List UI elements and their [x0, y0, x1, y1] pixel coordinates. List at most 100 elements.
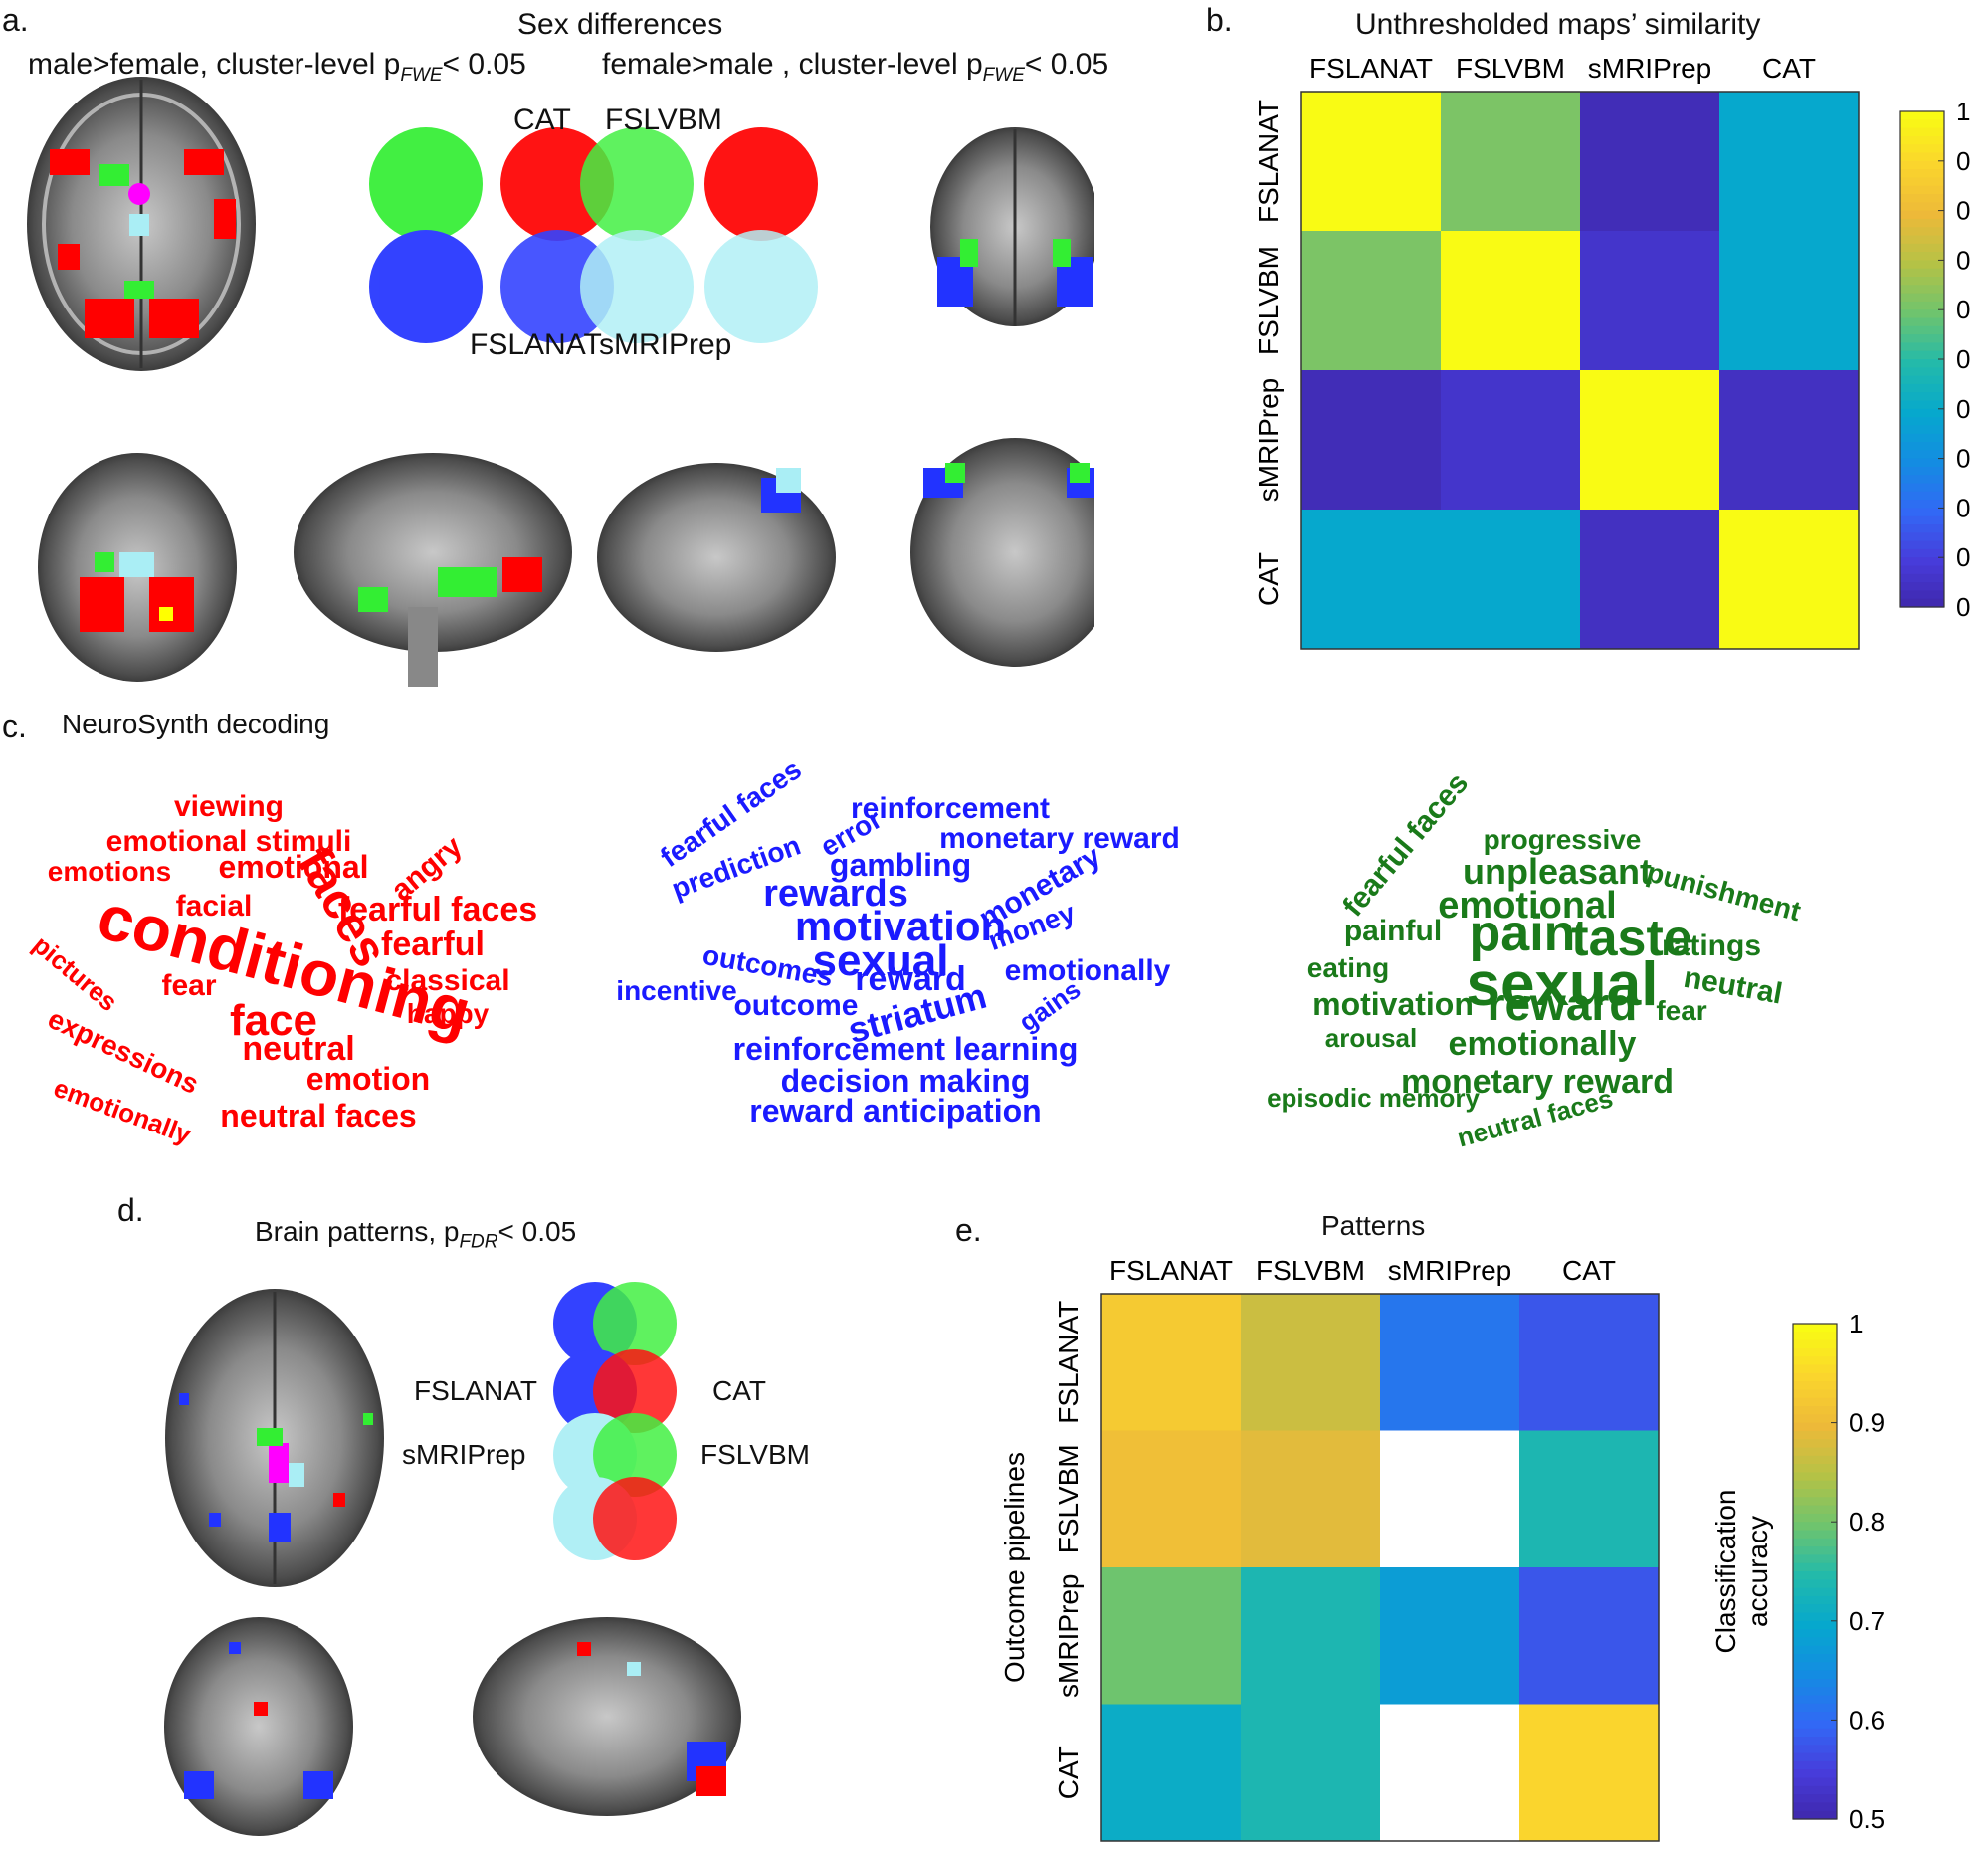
colorbar-segment	[1793, 1571, 1837, 1580]
venn-d-cat-label: CAT	[712, 1375, 766, 1406]
colorbar-segment	[1900, 565, 1944, 575]
axial-brain-image	[27, 77, 256, 371]
y-tick-label: CAT	[1253, 552, 1284, 606]
colorbar-segment	[1900, 252, 1944, 261]
word-cloud-blue-word: motivation	[795, 903, 1006, 949]
colorbar-segment	[1900, 227, 1944, 237]
colorbar-segment	[1793, 1381, 1837, 1390]
colorbar-tick-label: 0	[1956, 592, 1970, 622]
heatmap-cell-r0-c3	[1719, 92, 1859, 231]
x-tick-label: CAT	[1562, 1255, 1616, 1286]
venn-a-fslanat-label: FSLANAT	[470, 328, 602, 361]
colorbar-segment	[1900, 392, 1944, 402]
word-cloud-green-word: episodic memory	[1267, 1083, 1480, 1113]
colorbar-segment	[1900, 532, 1944, 542]
y-tick-label: FSLVBM	[1253, 246, 1284, 355]
colorbar-segment	[1900, 524, 1944, 533]
colorbar-segment	[1900, 194, 1944, 203]
y-tick-label: FSLANAT	[1053, 1301, 1084, 1424]
word-cloud-red-word: emotional	[218, 849, 368, 885]
colorbar-tick-label: 0.9	[1849, 1408, 1885, 1438]
word-cloud-red-word: happy	[407, 998, 490, 1029]
venn-diagram-d	[553, 1282, 677, 1560]
x-tick-label: sMRIPrep	[1588, 53, 1711, 84]
colorbar-segment	[1900, 309, 1944, 319]
heatmap-cell-r3-c1	[1441, 510, 1580, 649]
panel-a-letter: a.	[2, 2, 29, 38]
heatmap-cell-r3-c2	[1380, 1704, 1519, 1841]
colorbar-segment	[1900, 458, 1944, 468]
word-cloud-blue-word: sexual	[813, 936, 949, 985]
colorbar-segment	[1900, 433, 1944, 443]
colorbar-segment	[1793, 1356, 1837, 1366]
colorbar-segment	[1793, 1422, 1837, 1432]
colorbar-tick-label: 0.5	[1956, 344, 1970, 374]
word-cloud-red-word: emotion	[306, 1061, 430, 1097]
word-cloud-blue-word: reinforcement learning	[733, 1031, 1079, 1067]
heatmap-cell-r3-c2	[1580, 510, 1719, 649]
word-cloud-blue-word: reward	[855, 960, 966, 998]
colorbar-segment	[1793, 1447, 1837, 1457]
colorbar-segment	[1900, 466, 1944, 476]
colorbar-segment	[1900, 135, 1944, 145]
colorbar-segment	[1900, 442, 1944, 451]
colorbar-segment	[1793, 1397, 1837, 1407]
colorbar-segment	[1900, 277, 1944, 286]
word-cloud-red-word: fear	[161, 969, 216, 1002]
colorbar-segment	[1793, 1430, 1837, 1440]
colorbar-segment	[1793, 1505, 1837, 1515]
heatmap-cell-r0-c2	[1380, 1294, 1519, 1431]
colorbar-segment	[1793, 1530, 1837, 1540]
panel-b-letter: b.	[1206, 2, 1233, 38]
colorbar-segment	[1900, 598, 1944, 608]
colorbar-tick-label: 0.1	[1956, 542, 1970, 572]
heatmap-b-title: Unthresholded maps’ similarity	[1355, 8, 1761, 41]
word-cloud-green-word: sexual	[1466, 950, 1658, 1019]
venn-diagram-a	[369, 127, 818, 343]
coronal-brain-2	[910, 438, 1094, 667]
venn-d-smriprep-label: sMRIPrep	[402, 1439, 526, 1470]
colorbar-segment	[1793, 1745, 1837, 1754]
x-tick-label: FSLVBM	[1456, 53, 1565, 84]
colorbar-segment	[1793, 1604, 1837, 1614]
colorbar-segment	[1793, 1785, 1837, 1795]
colorbar-segment	[1793, 1579, 1837, 1589]
colorbar-segment	[1900, 573, 1944, 583]
colorbar-label: Classificationaccuracy	[1710, 1490, 1773, 1654]
fwe-subscript-2: FWE	[982, 65, 1025, 86]
colorbar-segment	[1793, 1406, 1837, 1415]
colorbar-segment	[1793, 1455, 1837, 1465]
y-tick-label: FSLVBM	[1053, 1444, 1084, 1553]
word-cloud-red-word: face	[230, 996, 317, 1045]
panel-d-threshold: < 0.05	[497, 1216, 577, 1247]
heatmap-cell-r1-c1	[1241, 1430, 1380, 1567]
y-tick-label: FSLANAT	[1253, 100, 1284, 223]
heatmap-cell-r0-c0	[1301, 92, 1441, 231]
heatmap-cell-r3-c3	[1519, 1704, 1659, 1841]
heatmap-frame	[1100, 1293, 1660, 1842]
colorbar-segment	[1900, 293, 1944, 303]
x-tick-label: FSLVBM	[1256, 1255, 1365, 1286]
word-cloud-red-word: neutral faces	[220, 1098, 416, 1133]
word-cloud-red-word: emotions	[48, 856, 171, 887]
word-cloud-red-word: fearful	[381, 925, 485, 963]
colorbar-segment	[1900, 557, 1944, 567]
colorbar-segment	[1900, 450, 1944, 460]
word-cloud-blue-word: incentive	[616, 975, 736, 1006]
word-cloud-blue-word: outcome	[733, 989, 858, 1022]
male-female-label: male>female, cluster-level pFWE< 0.05	[28, 48, 526, 87]
colorbar-segment	[1900, 491, 1944, 501]
colorbar-segment	[1793, 1620, 1837, 1630]
word-cloud-green-word: monetary reward	[1401, 1063, 1674, 1101]
word-cloud-green-word: painful	[1344, 915, 1442, 947]
colorbar-segment	[1793, 1472, 1837, 1482]
word-cloud-green-word: reward	[1488, 978, 1638, 1030]
colorbar-segment	[1900, 408, 1944, 418]
colorbar-segment	[1793, 1794, 1837, 1803]
colorbar-segment	[1793, 1464, 1837, 1473]
heatmap-cell-r3-c0	[1301, 510, 1441, 649]
colorbar-tick-label: 1	[1956, 97, 1970, 126]
heatmap-cell-r1-c0	[1301, 231, 1441, 370]
y-tick-label: sMRIPrep	[1053, 1574, 1084, 1698]
